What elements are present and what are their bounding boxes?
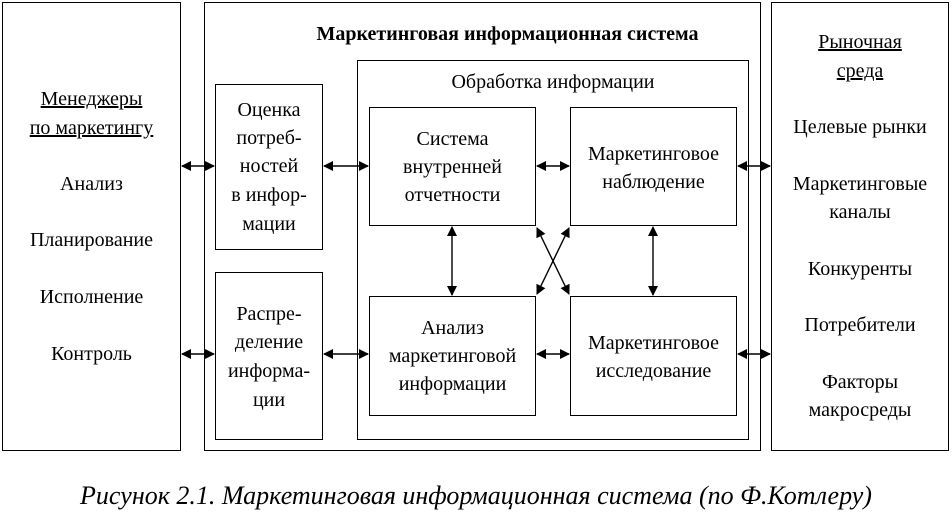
market-item-channels-line-1: Маркетинговые [792, 173, 928, 195]
system-title: Маркетинговая информационная система [316, 23, 699, 45]
figure-caption: Рисунок 2.1. Маркетинговая информационна… [80, 481, 872, 510]
analysis-line-2: маркетинговой [388, 345, 517, 367]
managers-item-analysis: Анализ [60, 173, 123, 195]
reporting-line-3: отчетности [404, 184, 501, 206]
market-item-channels-line-2: каналы [829, 201, 891, 223]
managers-item-planning: Планирование [29, 229, 154, 251]
reporting-line-1: Система [416, 128, 489, 150]
managers-box [2, 2, 181, 451]
distribution-line-1: Распре- [236, 303, 302, 325]
market-item-macro-line-2: макросреды [808, 399, 912, 421]
analysis-line-3: информации [398, 373, 507, 395]
research-box [570, 296, 737, 416]
reporting-line-2: внутренней [403, 156, 502, 178]
managers-heading-line-2: по маркетингу [29, 117, 154, 139]
analysis-box [369, 296, 536, 416]
distribution-line-3: информа- [227, 360, 311, 382]
needs-assessment-box [215, 84, 323, 250]
research-line-1: Маркетинговое [587, 332, 720, 354]
distribution-line-2: деление [234, 331, 304, 353]
market-environment-box [771, 2, 949, 451]
market-heading-line-1: Рыночная [818, 31, 902, 53]
observation-line-1: Маркетинговое [587, 143, 720, 165]
research-line-2: исследование [595, 360, 712, 382]
distribution-line-4: ции [252, 389, 286, 411]
assessment-line-3: ностей [239, 155, 299, 177]
market-item-consumers: Потребители [804, 314, 916, 336]
market-heading-line-2: среда [836, 60, 884, 82]
managers-heading-line-1: Менеджеры [40, 88, 143, 110]
analysis-line-1: Анализ [421, 317, 484, 339]
observation-box [570, 107, 737, 226]
distribution-box [215, 272, 323, 440]
market-item-macro-line-1: Факторы [821, 371, 899, 393]
internal-reporting-box [369, 107, 536, 226]
managers-item-execution: Исполнение [39, 286, 144, 308]
observation-line-2: наблюдение [602, 171, 705, 193]
assessment-line-4: в инфор- [231, 184, 307, 206]
assessment-line-2: потреб- [236, 127, 302, 149]
managers-item-control: Контроль [51, 343, 132, 365]
assessment-line-1: Оценка [237, 99, 301, 121]
arrow-cross-observation-analysis [536, 227, 570, 295]
processing-title: Обработка информации [451, 71, 655, 93]
assessment-line-5: мации [242, 213, 296, 235]
market-item-target-markets: Целевые рынки [793, 116, 927, 138]
market-item-competitors: Конкуренты [807, 258, 913, 280]
